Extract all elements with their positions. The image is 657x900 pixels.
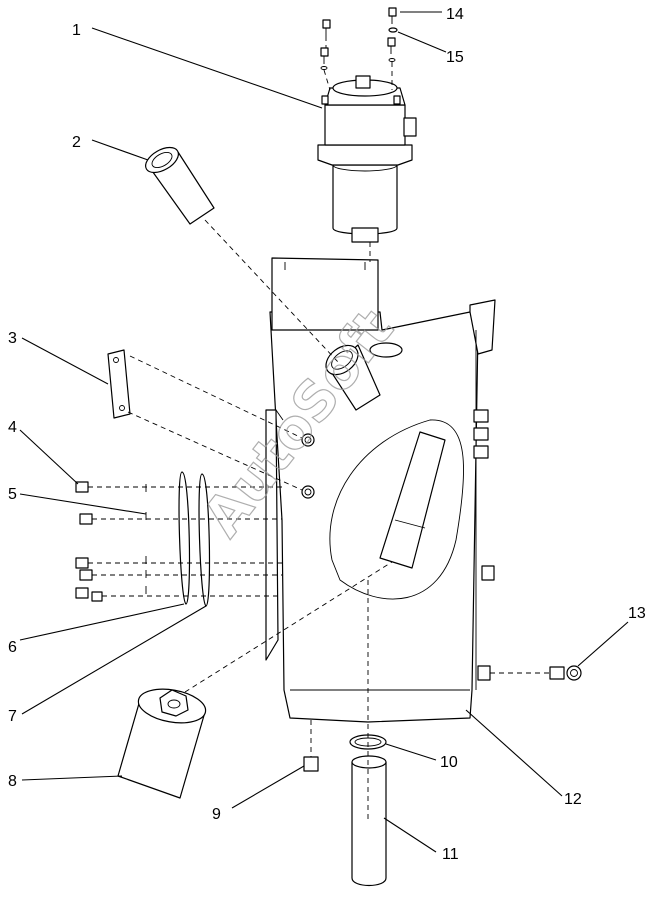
hose-fitting	[549, 665, 582, 681]
callout-6: 6	[8, 639, 17, 656]
callout-9: 9	[212, 806, 221, 823]
callout-7: 7	[8, 708, 17, 725]
filter-element	[117, 688, 207, 799]
callout-14: 14	[446, 6, 464, 23]
callout-10: 10	[440, 754, 458, 771]
callout-8: 8	[8, 773, 17, 790]
callout-15: 15	[446, 49, 464, 66]
gaskets	[178, 471, 211, 607]
callout-2: 2	[72, 134, 81, 151]
callout-11: 11	[442, 846, 459, 863]
flange-bolts	[75, 481, 147, 602]
cover-plate	[107, 349, 131, 419]
callout-13: 13	[628, 605, 646, 622]
callout-leaders	[19, 11, 629, 853]
drain-plug	[303, 756, 319, 772]
callout-3: 3	[8, 330, 17, 347]
breather-tube	[145, 146, 215, 225]
callout-labels: 1 2 3 4 5 6 7 8 9 10 11 12 13 14 15	[8, 6, 646, 863]
hydraulic-tank	[265, 257, 496, 723]
cap-screws	[320, 7, 398, 70]
assembly-lines	[88, 36, 550, 822]
callout-4: 4	[8, 419, 17, 436]
callout-5: 5	[8, 486, 17, 503]
callout-12: 12	[564, 791, 582, 808]
return-filter-assembly	[317, 75, 417, 243]
filler-neck	[325, 344, 381, 411]
suction-hose	[351, 755, 387, 887]
callout-1: 1	[72, 22, 81, 39]
